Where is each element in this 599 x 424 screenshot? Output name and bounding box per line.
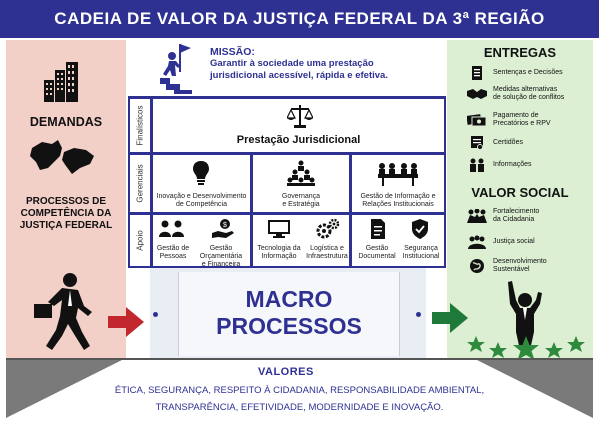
running-businessman-icon: [34, 273, 92, 350]
people-icon: [159, 220, 184, 237]
entregas-title: ENTREGAS: [483, 45, 557, 60]
valores-line-2: TRANSPARÊNCIA, EFETIVIDADE, MODERNIDADE …: [155, 402, 444, 413]
prestacao-jurisdicional-label: Prestação Jurisdicional: [236, 134, 361, 146]
macro-processos-panel: [178, 272, 400, 356]
missao-title: MISSÃO:: [210, 46, 255, 58]
valores-band: [6, 358, 593, 418]
money-icon: [467, 113, 487, 127]
computer-icon: [268, 220, 290, 238]
processos-competencia-line-3: JUSTIÇA FEDERAL: [19, 220, 113, 231]
globe-icon: [467, 259, 487, 273]
buildings-icon: [44, 62, 78, 102]
scales-icon: [287, 105, 313, 128]
gerencial-cell-informacao: [352, 155, 444, 212]
certificate-icon: [467, 136, 487, 150]
svg-text:$: $: [223, 222, 227, 229]
flag-climber-icon: [160, 44, 192, 94]
apoio-cell-1: [153, 215, 250, 266]
entrega-item-certidoes: Certidões: [467, 136, 593, 150]
rivet-left-icon: [153, 312, 158, 317]
celebrating-businessman-icon: [508, 281, 542, 350]
processos-competencia-line-2: COMPETÊNCIA DA: [20, 208, 112, 219]
row-label-gerenciais: Gerenciais: [130, 155, 150, 212]
row-label-apoio: Apoio: [130, 215, 150, 266]
hands-icon: [467, 209, 487, 223]
valores-title: VALORES: [258, 366, 314, 378]
shield-icon: [412, 219, 428, 239]
meeting-table-icon: [378, 163, 418, 186]
rivet-right-icon: [416, 312, 421, 317]
valor-item-justica: Justiça social: [467, 235, 593, 249]
missao-text-line-2: jurisdicional acessível, rápida e efetiv…: [210, 70, 388, 81]
valor-social-title: VALOR SOCIAL: [471, 185, 569, 200]
row-label-finalisticos: Finalísticos: [130, 99, 150, 152]
map-icon: [30, 140, 94, 174]
people-pyramid-icon: [287, 160, 315, 186]
handshake-icon: [467, 87, 487, 101]
hand-money-icon: $: [212, 219, 234, 238]
document-icon: [371, 219, 385, 239]
output-arrow-icon: [432, 303, 468, 333]
document-list-icon: [467, 66, 487, 80]
input-arrow-icon: [108, 307, 144, 337]
valores-line-1: ÉTICA, SEGURANÇA, RESPEITO À CIDADANIA, …: [114, 385, 485, 396]
gears-icon: [316, 218, 340, 239]
demandas-title: DEMANDAS: [29, 115, 103, 129]
entrega-item-sentencas: Sentenças e Decisões: [467, 66, 593, 80]
entrega-item-informacoes: Informações: [467, 158, 593, 172]
page-title: CADEIA DE VALOR DA JUSTIÇA FEDERAL DA 3ª…: [0, 0, 599, 38]
macro-title-line-1: MACRO: [245, 286, 333, 312]
lightbulb-icon: [193, 161, 209, 185]
apoio-cell-3: [352, 215, 444, 266]
macro-title-line-2: PROCESSOS: [216, 313, 362, 339]
stars-icon: [467, 336, 585, 360]
missao-text-line-1: Garantir à sociedade uma prestação: [210, 58, 374, 69]
processos-competencia-line-1: PROCESSOS DE: [25, 196, 107, 207]
people-info-icon: [467, 158, 487, 172]
group-icon: [467, 235, 487, 249]
